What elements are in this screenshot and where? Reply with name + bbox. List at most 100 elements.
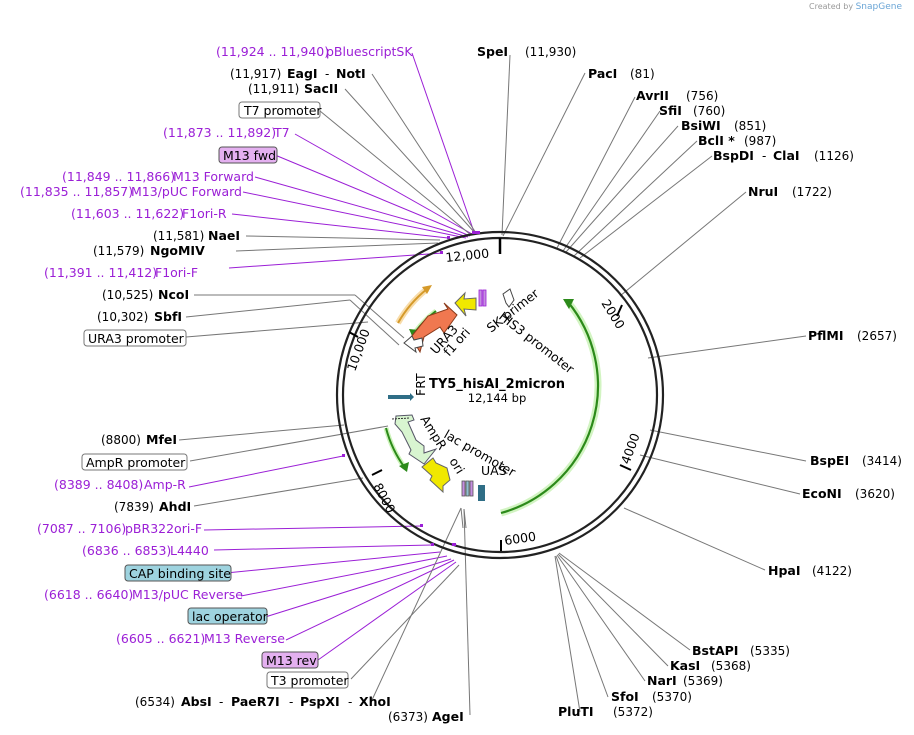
ring-feature-marks — [342, 231, 480, 546]
label-eagi-noti[interactable]: (11,917) EagI-NotI — [230, 66, 366, 81]
svg-text:(8389 .. 8408): (8389 .. 8408) — [54, 477, 143, 492]
label-pluti[interactable]: PluTI (5372) — [558, 704, 653, 719]
svg-text:(6534): (6534) — [135, 695, 175, 709]
lac-bar-b — [465, 480, 470, 497]
label-pflmi[interactable]: PflMI(2657) — [808, 328, 897, 343]
svg-text:PaeR7I: PaeR7I — [231, 694, 280, 709]
svg-text:PflMI: PflMI — [808, 328, 844, 343]
label-m13-puc-reverse[interactable]: (6618 .. 6640)M13/pUC Reverse — [44, 587, 243, 602]
label-ncoi[interactable]: (10,525)NcoI — [102, 287, 189, 302]
svg-text:KasI: KasI — [670, 658, 700, 673]
svg-text:M13 Forward: M13 Forward — [173, 169, 254, 184]
svg-text:AgeI: AgeI — [432, 709, 464, 724]
label-t7[interactable]: (11,873 .. 11,892)T7 — [163, 125, 290, 140]
svg-text:(10,302): (10,302) — [97, 310, 148, 324]
f1-ori-arrow — [454, 291, 477, 317]
label-t3-promoter[interactable]: T3 promoter — [266, 671, 349, 689]
label-absi-paer7i-pspxi-xhoi[interactable]: (6534) AbsI - PaeR7I - PspXI - XhoI — [135, 694, 391, 709]
svg-text:(11,917): (11,917) — [230, 67, 281, 81]
label-pbr322ori-f[interactable]: (7087 .. 7106)pBR322ori-F — [37, 521, 202, 536]
svg-text:BspEI: BspEI — [810, 453, 849, 468]
svg-text:T7 promoter: T7 promoter — [243, 103, 322, 118]
svg-text:-: - — [348, 695, 352, 709]
svg-text:(760): (760) — [693, 104, 725, 118]
svg-text:AhdI: AhdI — [159, 499, 191, 514]
label-hpai[interactable]: HpaI(4122) — [768, 563, 852, 578]
right-labels: SpeI (11,930) PacI(81) AvrII(756) SfiI(76… — [477, 44, 902, 719]
label-naei[interactable]: (11,581)NaeI — [153, 228, 240, 243]
svg-text:(851): (851) — [734, 119, 766, 133]
svg-text:EagI: EagI — [287, 66, 318, 81]
tick-label-4000: 4000 — [618, 431, 643, 466]
label-l4440[interactable]: (6836 .. 6853)L4440 — [82, 543, 209, 558]
svg-text:PluTI: PluTI — [558, 704, 594, 719]
label-bcli[interactable]: BclI * (987) — [698, 133, 776, 148]
svg-text:SpeI: SpeI — [477, 44, 508, 59]
svg-text:NgoMIV: NgoMIV — [150, 243, 205, 258]
svg-text:(6605 .. 6621): (6605 .. 6621) — [116, 631, 205, 646]
label-sfoi[interactable]: SfoI(5370) — [611, 689, 692, 704]
svg-text:(5372): (5372) — [613, 705, 653, 719]
label-nari[interactable]: NarI(5369) — [647, 673, 723, 688]
svg-text:(987): (987) — [744, 134, 776, 148]
svg-text:(6373): (6373) — [388, 710, 428, 724]
label-amp-r[interactable]: (8389 .. 8408)Amp-R — [54, 477, 186, 492]
ampr-arrow — [394, 414, 438, 465]
label-ura3-promoter[interactable]: URA3 promoter — [83, 329, 187, 347]
svg-text:M13 Reverse: M13 Reverse — [204, 631, 285, 646]
label-spei[interactable]: SpeI (11,930) — [477, 44, 576, 59]
label-bspdi-clai[interactable]: BspDI-ClaI(1126) — [713, 148, 854, 163]
label-agei[interactable]: (6373) AgeI — [388, 709, 464, 724]
svg-text:(11,873 .. 11,892): (11,873 .. 11,892) — [163, 125, 276, 140]
label-lac-operator[interactable]: lac operator — [187, 607, 269, 625]
svg-text:(11,911): (11,911) — [248, 82, 299, 96]
label-avrii[interactable]: AvrII(756) — [636, 88, 718, 103]
label-m13-reverse[interactable]: (6605 .. 6621)M13 Reverse — [116, 631, 285, 646]
frt-label: FRT — [413, 373, 428, 396]
uas-label: UAS — [481, 463, 507, 478]
label-econi[interactable]: EcoNI(3620) — [802, 486, 895, 501]
svg-text:NotI: NotI — [336, 66, 366, 81]
uas-element — [478, 485, 485, 501]
svg-text:NruI: NruI — [748, 184, 778, 199]
label-m13-rev[interactable]: M13 rev — [261, 651, 319, 669]
label-bstapi[interactable]: BstAPI(5335) — [692, 643, 790, 658]
label-ngomiv[interactable]: (11,579)NgoMIV — [93, 243, 205, 258]
svg-text:PacI: PacI — [588, 66, 617, 81]
svg-text:(11,581): (11,581) — [153, 229, 204, 243]
label-kasi[interactable]: KasI(5368) — [670, 658, 751, 673]
label-sacii[interactable]: (11,911)SacII — [248, 81, 338, 96]
label-bspei[interactable]: BspEI (3414) — [810, 453, 902, 468]
label-f1ori-f[interactable]: (11,391 .. 11,412)F1ori-F — [44, 265, 198, 280]
svg-text:AvrII: AvrII — [636, 88, 669, 103]
his3-arrowhead — [563, 299, 574, 309]
label-sfii[interactable]: SfiI(760) — [659, 103, 725, 118]
svg-text:CAP binding site: CAP binding site — [129, 566, 231, 581]
ori-arrow — [421, 457, 451, 494]
svg-text:(3414): (3414) — [862, 454, 902, 468]
label-pbluescriptsk[interactable]: (11,924 .. 11,940)pBluescriptSK — [216, 44, 413, 59]
svg-text:BsiWI: BsiWI — [681, 118, 721, 133]
label-ahdi[interactable]: (7839)AhdI — [114, 499, 191, 514]
label-m13-puc-forward[interactable]: (11,835 .. 11,857)M13/pUC Forward — [20, 184, 242, 199]
label-m13-forward[interactable]: (11,849 .. 11,866)M13 Forward — [62, 169, 254, 184]
svg-text:(11,930): (11,930) — [525, 45, 576, 59]
label-ampr-promoter[interactable]: AmpR promoter — [81, 453, 188, 471]
svg-text:lac operator: lac operator — [192, 609, 269, 624]
label-bsiwi[interactable]: BsiWI (851) — [681, 118, 766, 133]
label-cap-binding-site[interactable]: CAP binding site — [124, 564, 232, 582]
ura3-promoter-glow — [395, 286, 429, 325]
bottom-labels: (6534) AbsI - PaeR7I - PspXI - XhoI (637… — [135, 694, 464, 724]
label-f1ori-r[interactable]: (11,603 .. 11,622)F1ori-R — [71, 206, 227, 221]
label-mfei[interactable]: (8800)MfeI — [101, 432, 177, 447]
svg-text:-: - — [762, 149, 766, 163]
label-t7-promoter[interactable]: T7 promoter — [238, 101, 322, 119]
label-nrui[interactable]: NruI(1722) — [748, 184, 832, 199]
label-paci[interactable]: PacI(81) — [588, 66, 655, 81]
svg-text:(6618 .. 6640): (6618 .. 6640) — [44, 587, 133, 602]
svg-text:BclI *: BclI * — [698, 133, 735, 148]
label-sbfi[interactable]: (10,302)SbfI — [97, 309, 182, 324]
label-m13-fwd[interactable]: M13 fwd — [218, 146, 278, 164]
svg-text:-: - — [325, 67, 329, 81]
lac-bar-a — [461, 480, 466, 497]
